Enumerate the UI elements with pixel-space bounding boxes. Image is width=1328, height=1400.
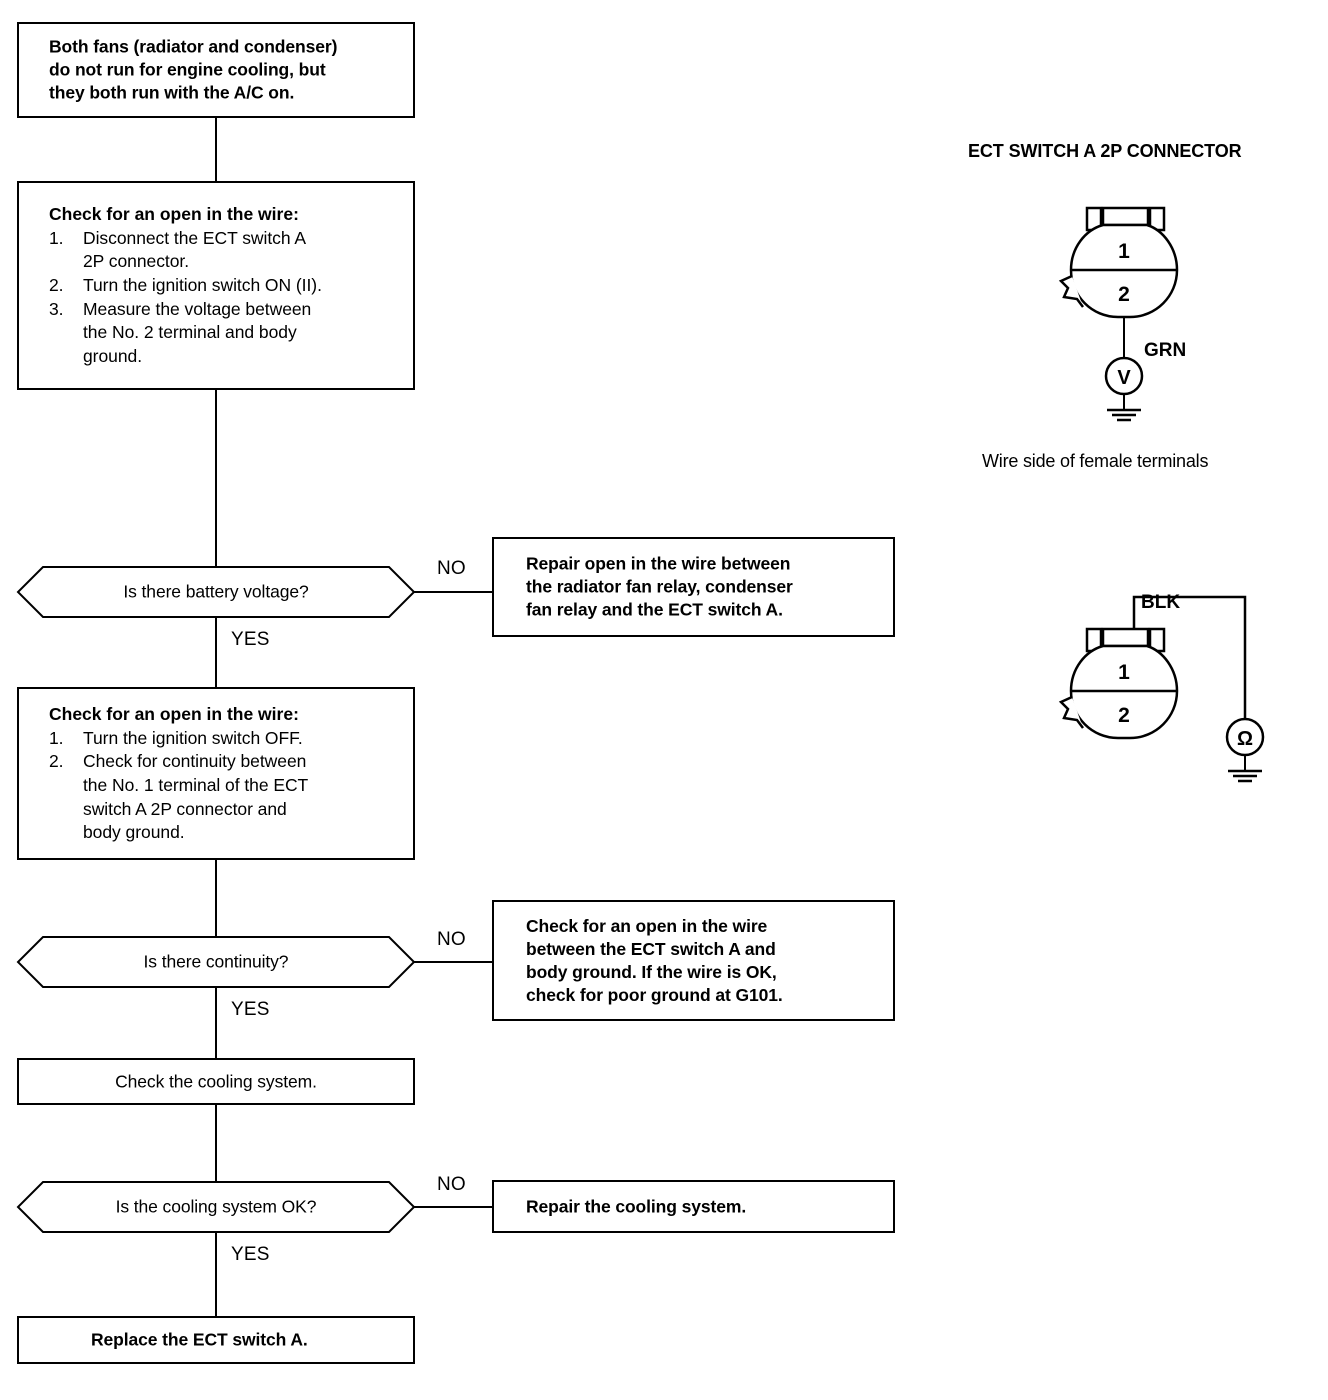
connector-line-decision3-no	[414, 1206, 493, 1208]
step1-header: Check for an open in the wire:	[49, 203, 299, 224]
step1-item-3-line-2: the No. 2 terminal and body	[83, 322, 297, 343]
svg-text:1: 1	[1118, 240, 1130, 263]
decision-battery-voltage-label: Is there battery voltage?	[123, 581, 309, 602]
action-box-check-cooling-system: Check the cooling system.	[17, 1058, 415, 1105]
step2-list: 1. Turn the ignition switch OFF. 2. Chec…	[49, 727, 401, 845]
step2-item-2-number: 2.	[49, 751, 64, 772]
step1-item-1-number: 1.	[49, 228, 64, 249]
connector-diagram-continuity: 1 2 Ω	[1055, 585, 1295, 795]
step2-item-1: 1. Turn the ignition switch OFF.	[49, 727, 401, 751]
decision1-no-label: NO	[437, 558, 466, 579]
wire-label-blk: BLK	[1141, 592, 1181, 613]
step1-item-3-line-1: Measure the voltage between	[83, 298, 312, 319]
decision-battery-voltage: Is there battery voltage?	[16, 566, 416, 618]
svg-text:V: V	[1117, 367, 1131, 389]
decision2-no-label: NO	[437, 929, 466, 950]
svg-text:2: 2	[1118, 704, 1130, 727]
repair1-line-1: Repair open in the wire between	[526, 553, 791, 574]
symptom-line-3: they both run with the A/C on.	[49, 82, 295, 103]
connector-line-symptom-to-step1	[215, 118, 217, 181]
step2-item-1-line-1: Turn the ignition switch OFF.	[83, 727, 303, 748]
step1-item-3-line-3: ground.	[83, 345, 143, 366]
connector-line-decision1-yes	[215, 618, 217, 692]
symptom-line-2: do not run for engine cooling, but	[49, 59, 326, 80]
svg-text:2: 2	[1118, 283, 1130, 306]
connector-line-decision2-no	[414, 961, 493, 963]
step1-item-1: 1. Disconnect the ECT switch A 2P connec…	[49, 227, 401, 274]
step2-item-2-line-3: switch A 2P connector and	[83, 798, 287, 819]
repair-box-cooling-system: Repair the cooling system.	[492, 1180, 895, 1233]
connector-line-action1-to-decision3	[215, 1105, 217, 1182]
repair2-line-3: body ground. If the wire is OK,	[526, 961, 777, 982]
step1-item-2-line-1: Turn the ignition switch ON (II).	[83, 275, 322, 296]
action1-text: Check the cooling system.	[115, 1070, 317, 1091]
connector-line-decision2-yes	[215, 988, 217, 1058]
repair1-line-2: the radiator fan relay, condenser	[526, 576, 793, 597]
step2-item-2-line-1: Check for continuity between	[83, 751, 307, 772]
final-text: Replace the ECT switch A.	[91, 1329, 308, 1350]
step-box-voltage-check: Check for an open in the wire: 1. Discon…	[17, 181, 415, 390]
repair1-line-3: fan relay and the ECT switch A.	[526, 599, 783, 620]
step2-header: Check for an open in the wire:	[49, 703, 299, 724]
step1-item-3: 3. Measure the voltage between the No. 2…	[49, 298, 401, 369]
decision-hexagon-shape	[16, 566, 416, 618]
connector-line-decision1-no	[414, 591, 493, 593]
decision1-yes-label: YES	[231, 629, 270, 650]
decision3-no-label: NO	[437, 1174, 466, 1195]
final-box-replace-switch: Replace the ECT switch A.	[17, 1316, 415, 1364]
symptom-box: Both fans (radiator and condenser) do no…	[17, 22, 415, 118]
wire-label-grn: GRN	[1144, 340, 1187, 361]
step2-item-2: 2. Check for continuity between the No. …	[49, 750, 401, 844]
decision-hexagon-shape	[16, 936, 416, 988]
connector-diagram-voltage: 1 2 V	[1055, 200, 1275, 435]
step1-item-1-line-2: 2P connector.	[83, 251, 190, 272]
connector-line-step1-to-decision1	[215, 390, 217, 568]
step-box-continuity-check: Check for an open in the wire: 1. Turn t…	[17, 687, 415, 860]
step1-item-3-number: 3.	[49, 298, 64, 319]
step1-item-2: 2. Turn the ignition switch ON (II).	[49, 274, 401, 298]
decision2-yes-label: YES	[231, 999, 270, 1020]
repair2-line-1: Check for an open in the wire	[526, 915, 768, 936]
decision-continuity-label: Is there continuity?	[143, 951, 289, 972]
step1-list: 1. Disconnect the ECT switch A 2P connec…	[49, 227, 401, 368]
repair2-line-4: check for poor ground at G101.	[526, 984, 783, 1005]
decision-cooling-system-ok: Is the cooling system OK?	[16, 1181, 416, 1233]
connector-panel-title: ECT SWITCH A 2P CONNECTOR	[968, 141, 1242, 161]
repair-box-ground-check: Check for an open in the wire between th…	[492, 900, 895, 1021]
decision-cooling-system-ok-label: Is the cooling system OK?	[115, 1196, 317, 1217]
decision-continuity: Is there continuity?	[16, 936, 416, 988]
step1-item-1-line-1: Disconnect the ECT switch A	[83, 228, 307, 249]
step2-item-1-number: 1.	[49, 727, 64, 748]
step2-item-2-line-4: body ground.	[83, 822, 185, 843]
svg-text:Ω: Ω	[1237, 728, 1253, 750]
connector-panel-caption: Wire side of female terminals	[982, 451, 1209, 471]
connector-line-decision3-yes	[215, 1233, 217, 1316]
symptom-line-1: Both fans (radiator and condenser)	[49, 36, 338, 57]
decision3-yes-label: YES	[231, 1244, 270, 1265]
step2-item-2-line-2: the No. 1 terminal of the ECT	[83, 774, 309, 795]
svg-text:1: 1	[1118, 661, 1130, 684]
repair2-line-2: between the ECT switch A and	[526, 938, 776, 959]
repair-box-open-wire: Repair open in the wire between the radi…	[492, 537, 895, 637]
decision-hexagon-shape	[16, 1181, 416, 1233]
connector-line-step2-to-decision2	[215, 860, 217, 937]
repair3-text: Repair the cooling system.	[526, 1195, 747, 1216]
step1-item-2-number: 2.	[49, 275, 64, 296]
